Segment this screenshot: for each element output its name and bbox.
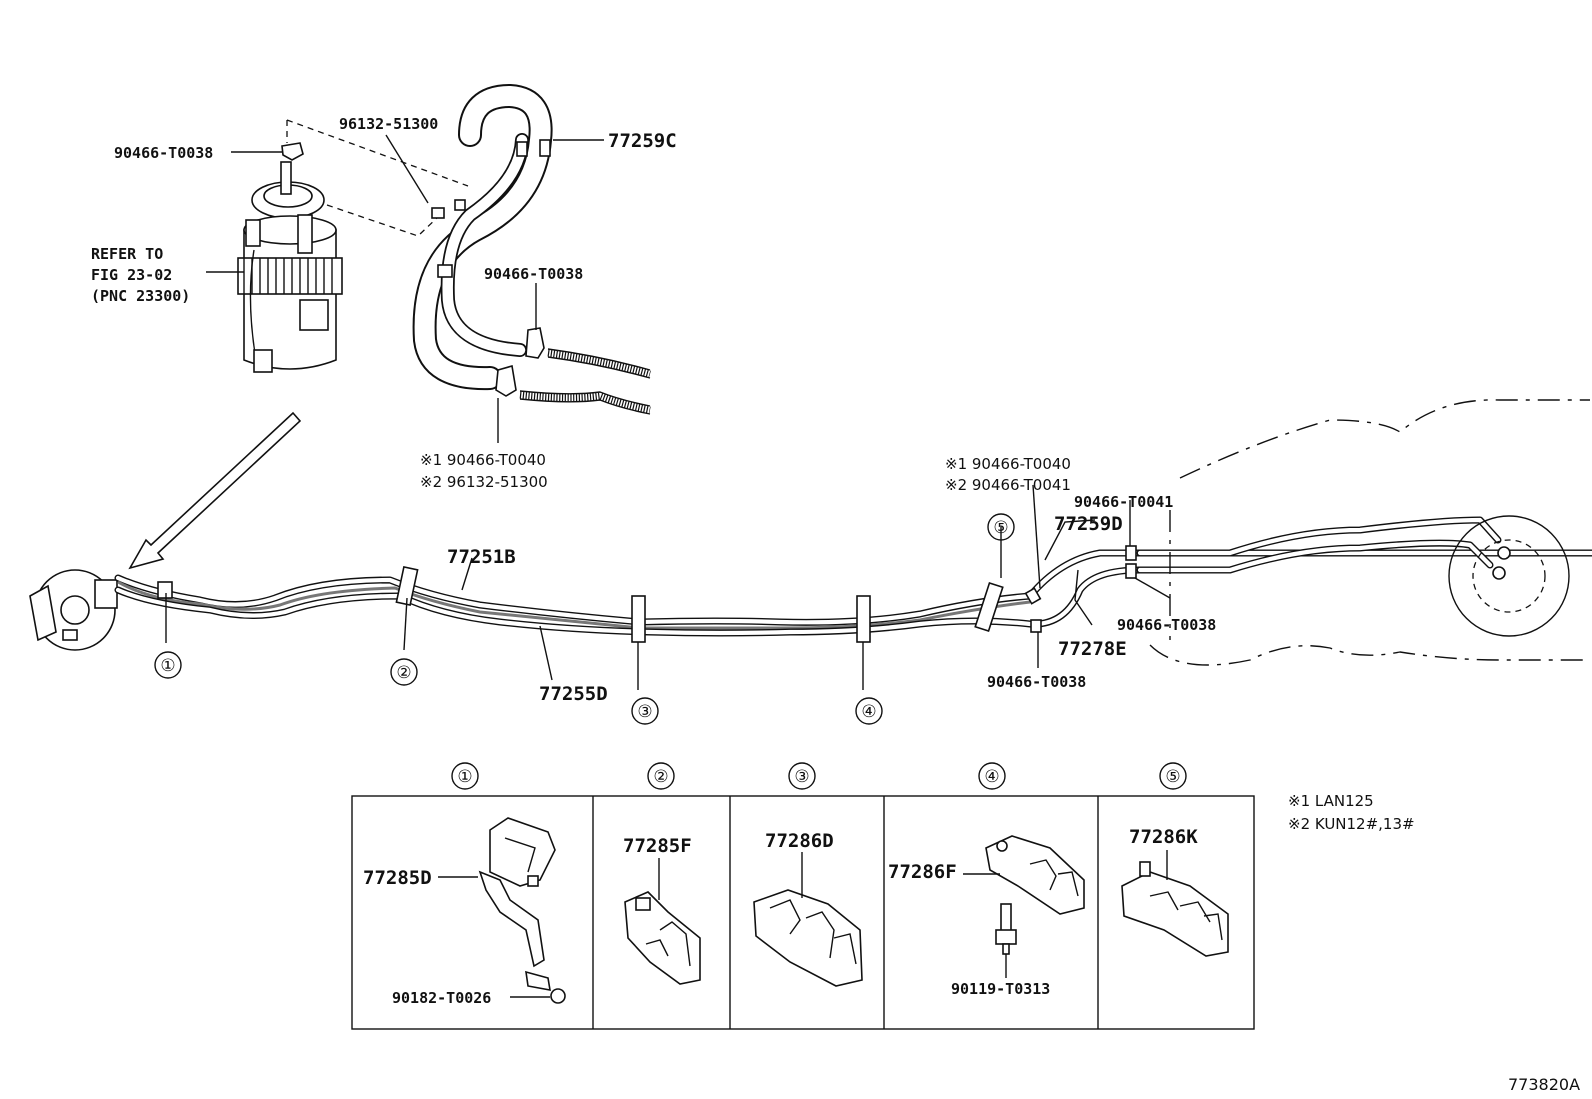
fuel-pump-assembly [206, 119, 469, 373]
label-77251B: 77251B [447, 546, 516, 568]
detail-header-4: ④ [978, 762, 1006, 790]
callout-number: ④ [861, 702, 876, 722]
label-96132-51300: 96132-51300 [339, 115, 438, 133]
label-77285F: 77285F [623, 835, 692, 857]
callout-1: ① [154, 651, 182, 679]
callout-number: ③ [637, 702, 652, 722]
clamp-77286F [985, 835, 1085, 955]
clamp-77285F [624, 891, 701, 985]
detail-header-1: ① [451, 762, 479, 790]
clamp-4 [856, 595, 871, 643]
label-90466-T0038-mid: 90466-T0038 [484, 265, 583, 283]
callout-number: ⑤ [993, 518, 1008, 538]
label-77286K: 77286K [1129, 826, 1198, 848]
direction-arrow [128, 411, 302, 570]
label-77255D: 77255D [539, 683, 608, 705]
main-fuel-line [29, 516, 1592, 651]
label-77286D: 77286D [765, 830, 834, 852]
callout-number: ① [457, 767, 472, 787]
callout-number: ① [160, 656, 175, 676]
callout-3: ③ [631, 697, 659, 725]
figure-id: 773820A [1508, 1075, 1580, 1094]
label-fig: FIG 23-02 [91, 266, 172, 284]
fuel-tank-outline [1149, 399, 1590, 666]
clamp-1 [157, 581, 173, 599]
callout-2: ② [390, 658, 418, 686]
callout-number: ⑤ [1165, 767, 1180, 787]
label-77259C: 77259C [608, 130, 677, 152]
callout-4: ④ [855, 697, 883, 725]
label-77259D: 77259D [1054, 513, 1123, 535]
bracket-77285D [478, 817, 566, 1004]
fuel-hoses [412, 84, 651, 415]
callout-5: ⑤ [987, 513, 1015, 541]
label-77286F: 77286F [888, 861, 957, 883]
clamp-77286D [753, 889, 863, 987]
label-note2-a: ※2 96132-51300 [420, 473, 548, 491]
label-note1-b: ※1 90466-T0040 [945, 455, 1071, 473]
label-pnc: (PNC 23300) [91, 287, 190, 305]
callout-number: ② [653, 767, 668, 787]
label-note2-b: ※2 90466-T0041 [945, 476, 1071, 494]
clamp-5 [974, 581, 1004, 633]
label-90466-T0038-right: 90466-T0038 [1117, 616, 1216, 634]
clamp-3 [631, 595, 646, 643]
label-90466-T0041: 90466-T0041 [1074, 493, 1173, 511]
detail-header-3: ③ [788, 762, 816, 790]
callout-number: ④ [984, 767, 999, 787]
label-77278E: 77278E [1058, 638, 1127, 660]
callout-number: ③ [794, 767, 809, 787]
legend-note-2: ※2 KUN12#,13# [1288, 815, 1415, 833]
detail-header-2: ② [647, 762, 675, 790]
label-note1-a: ※1 90466-T0040 [420, 451, 546, 469]
label-90182-T0026: 90182-T0026 [392, 989, 491, 1007]
detail-table: ① ② ③ ④ ⑤ 77285D 90182-T0026 77285F [351, 762, 1255, 1030]
clamp-2 [395, 565, 419, 607]
label-77285D: 77285D [363, 867, 432, 889]
label-refer-to: REFER TO [91, 245, 163, 263]
legend-note-1: ※1 LAN125 [1288, 792, 1374, 810]
detail-header-5: ⑤ [1159, 762, 1187, 790]
callout-number: ② [396, 663, 411, 683]
clamp-77286K [1121, 861, 1229, 957]
label-90119-T0313: 90119-T0313 [951, 980, 1050, 998]
label-90466-T0038-bottom: 90466-T0038 [987, 673, 1086, 691]
label-90466-T0038-top: 90466-T0038 [114, 144, 213, 162]
